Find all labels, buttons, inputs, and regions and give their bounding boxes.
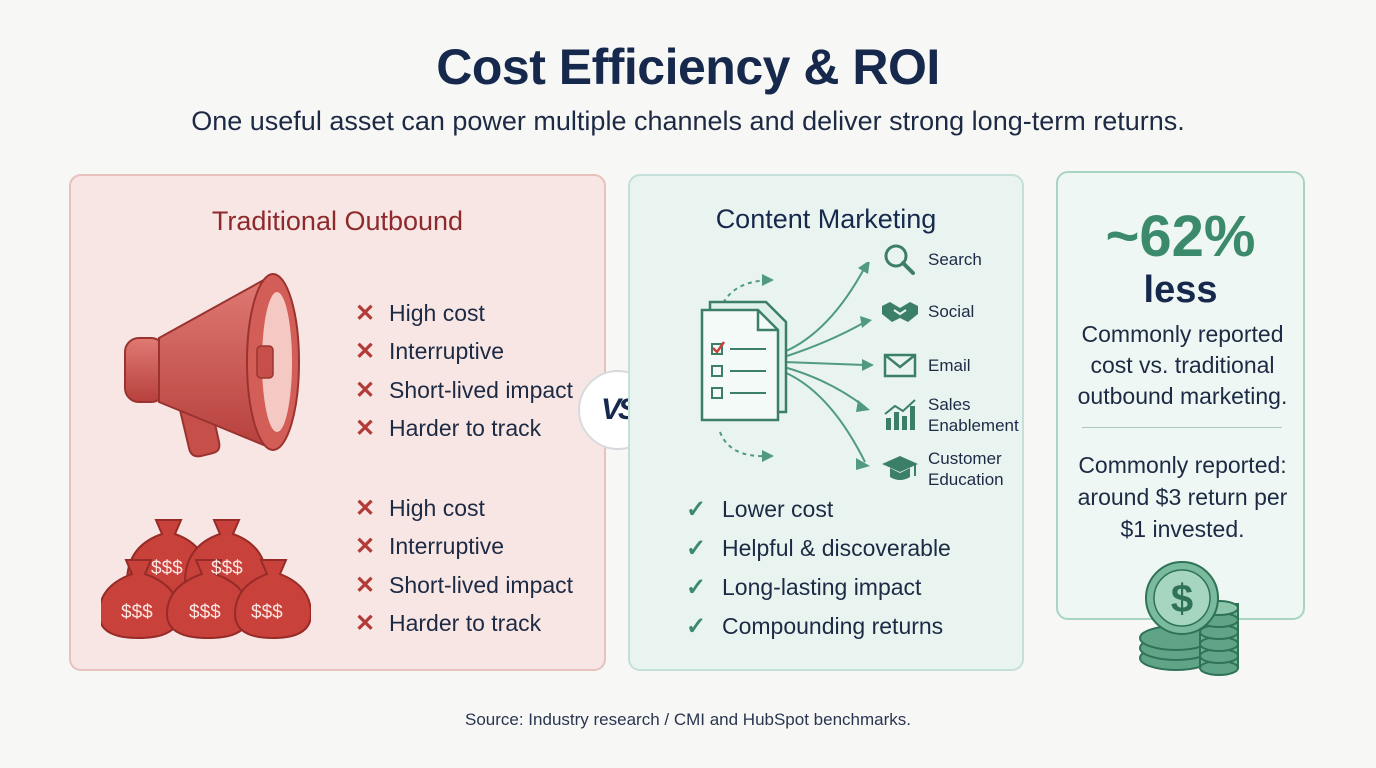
stat-return: Commonly reported: around $3 return per … bbox=[1077, 452, 1288, 542]
list-item: ✕Interruptive bbox=[355, 533, 505, 561]
outbound-title: Traditional Outbound bbox=[211, 206, 464, 236]
list-item: ✕Interruptive bbox=[355, 338, 505, 366]
coin-stack-icon: $ bbox=[1139, 561, 1239, 676]
x-mark-icon: ✕ bbox=[355, 299, 376, 327]
stat-description: Commonly reported cost vs. traditional o… bbox=[1077, 321, 1288, 409]
svg-text:$$$: $$$ bbox=[251, 602, 283, 623]
x-mark-icon: ✕ bbox=[355, 376, 376, 404]
stat-divider bbox=[1082, 427, 1282, 428]
page-subtitle: One useful asset can power multiple chan… bbox=[191, 106, 1185, 136]
outbound-list-bottom: ✕High cost ✕Interruptive ✕Short-lived im… bbox=[355, 489, 573, 643]
x-mark-icon: ✕ bbox=[355, 610, 376, 638]
megaphone-icon bbox=[124, 273, 300, 458]
envelope-icon bbox=[883, 353, 917, 378]
content-flow-diagram bbox=[700, 262, 874, 470]
x-mark-icon: ✕ bbox=[355, 415, 376, 443]
svg-text:$: $ bbox=[1171, 577, 1193, 621]
list-item: ✕High cost bbox=[355, 299, 485, 327]
check-icon: ✓ bbox=[686, 496, 707, 523]
outbound-panel: Traditional Outbound ✕High cost ✕Interru… bbox=[69, 174, 606, 671]
page-title: Cost Efficiency & ROI bbox=[436, 39, 940, 95]
handshake-icon bbox=[882, 302, 918, 322]
list-item: ✓Helpful & discoverable bbox=[686, 535, 951, 562]
money-bags-icon: $$$ $$$ $$$ $$$ $$$ bbox=[101, 519, 311, 640]
bar-chart-icon bbox=[884, 399, 916, 430]
magnifier-icon bbox=[884, 244, 915, 275]
graduation-cap-icon bbox=[882, 456, 918, 480]
source-note: Source: Industry research / CMI and HubS… bbox=[465, 710, 911, 729]
svg-text:$$$: $$$ bbox=[151, 558, 183, 579]
stat-less-label: less bbox=[1143, 269, 1218, 311]
x-mark-icon: ✕ bbox=[355, 338, 376, 366]
list-item: ✕Short-lived impact bbox=[355, 571, 574, 599]
list-item: ✓Long-lasting impact bbox=[686, 574, 922, 601]
list-item: ✕Harder to track bbox=[355, 610, 542, 638]
channel-search: Search bbox=[880, 242, 982, 276]
channel-social: Social bbox=[880, 294, 974, 328]
list-item: ✕Short-lived impact bbox=[355, 376, 574, 404]
x-mark-icon: ✕ bbox=[355, 533, 376, 561]
content-panel: Content Marketing bbox=[628, 174, 1024, 671]
list-item: ✓Compounding returns bbox=[686, 613, 944, 640]
document-checklist-icon bbox=[700, 300, 788, 422]
check-icon: ✓ bbox=[686, 535, 707, 562]
stat-panel: ~62% less Commonly reported cost vs. tra… bbox=[1056, 171, 1305, 620]
svg-text:$$$: $$$ bbox=[121, 602, 153, 623]
content-benefits-list: ✓Lower cost ✓Helpful & discoverable ✓Lon… bbox=[686, 490, 951, 646]
x-mark-icon: ✕ bbox=[355, 494, 376, 522]
check-icon: ✓ bbox=[686, 613, 707, 640]
list-item: ✕High cost bbox=[355, 494, 485, 522]
stat-percentage: ~62% bbox=[1105, 204, 1256, 269]
svg-text:$$$: $$$ bbox=[189, 602, 221, 623]
x-mark-icon: ✕ bbox=[355, 571, 376, 599]
list-item: ✓Lower cost bbox=[686, 496, 834, 523]
svg-text:$$$: $$$ bbox=[211, 558, 243, 579]
check-icon: ✓ bbox=[686, 574, 707, 601]
channel-email: Email bbox=[880, 348, 971, 382]
list-item: ✕Harder to track bbox=[355, 415, 542, 443]
outbound-list-top: ✕High cost ✕Interruptive ✕Short-lived im… bbox=[355, 294, 573, 448]
content-title: Content Marketing bbox=[715, 204, 937, 234]
